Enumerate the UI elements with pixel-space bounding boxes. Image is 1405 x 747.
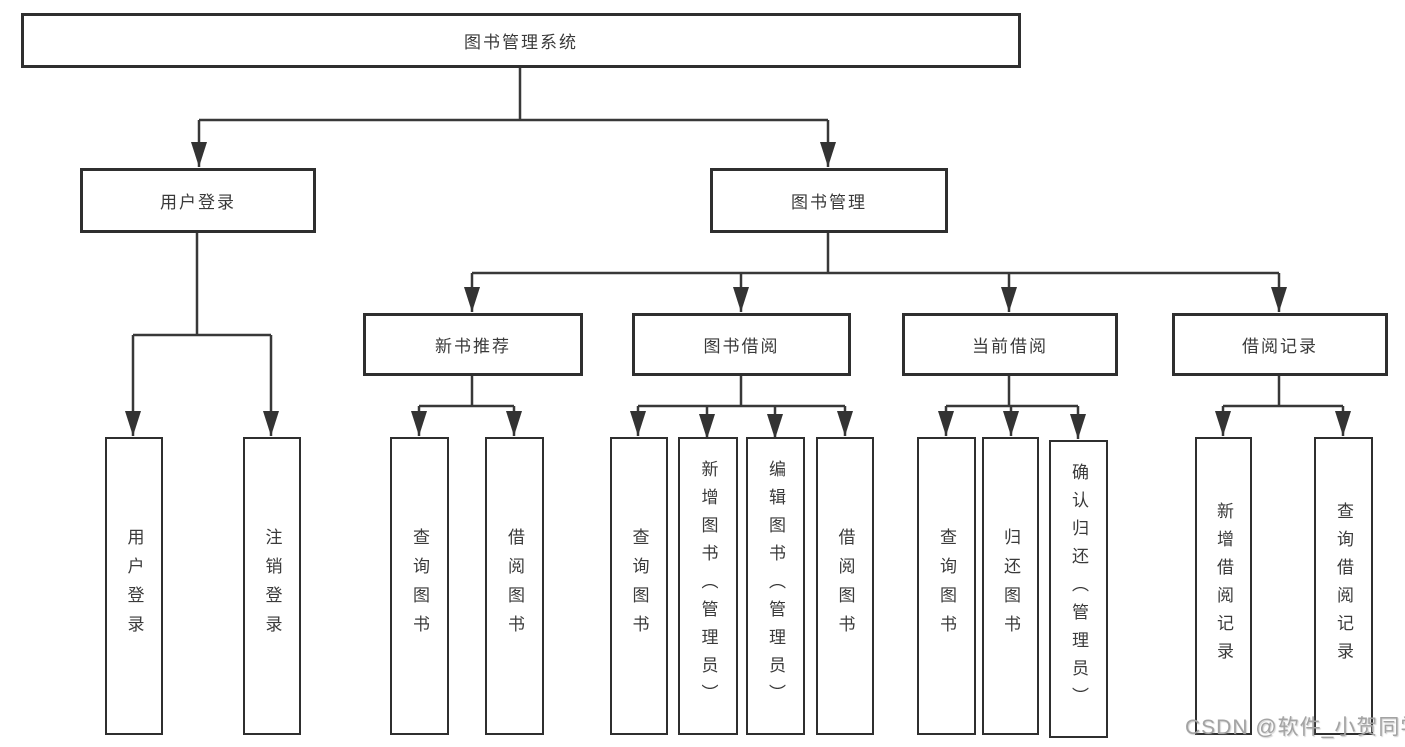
- leaf-query-borrow-record: 查询借阅记录: [1314, 437, 1373, 735]
- node-book-management: 图书管理: [710, 168, 948, 233]
- leaf-return-books: 归还图书: [982, 437, 1039, 735]
- csdn-watermark: CSDN @软件_小贺同学: [1185, 716, 1405, 739]
- node-borrowing-records: 借阅记录: [1172, 313, 1388, 376]
- leaf-borrow-books-recommend: 借阅图书: [485, 437, 544, 735]
- leaf-query-books-current: 查询图书: [917, 437, 976, 735]
- leaf-edit-books-admin: 编辑图书（管理员）: [746, 437, 805, 735]
- leaf-borrow-books: 借阅图书: [816, 437, 874, 735]
- leaf-logout: 注销登录: [243, 437, 301, 735]
- leaf-add-borrow-record: 新增借阅记录: [1195, 437, 1252, 735]
- leaf-query-books-borrow: 查询图书: [610, 437, 668, 735]
- leaf-add-books-admin: 新增图书（管理员）: [678, 437, 738, 735]
- leaf-query-books-recommend: 查询图书: [390, 437, 449, 735]
- node-user-login: 用户登录: [80, 168, 316, 233]
- leaf-user-login: 用户登录: [105, 437, 163, 735]
- node-new-book-recommendation: 新书推荐: [363, 313, 583, 376]
- leaf-confirm-return-admin: 确认归还（管理员）: [1049, 440, 1108, 738]
- node-library-management-system: 图书管理系统: [21, 13, 1021, 68]
- node-book-borrowing: 图书借阅: [632, 313, 851, 376]
- node-current-borrowing: 当前借阅: [902, 313, 1118, 376]
